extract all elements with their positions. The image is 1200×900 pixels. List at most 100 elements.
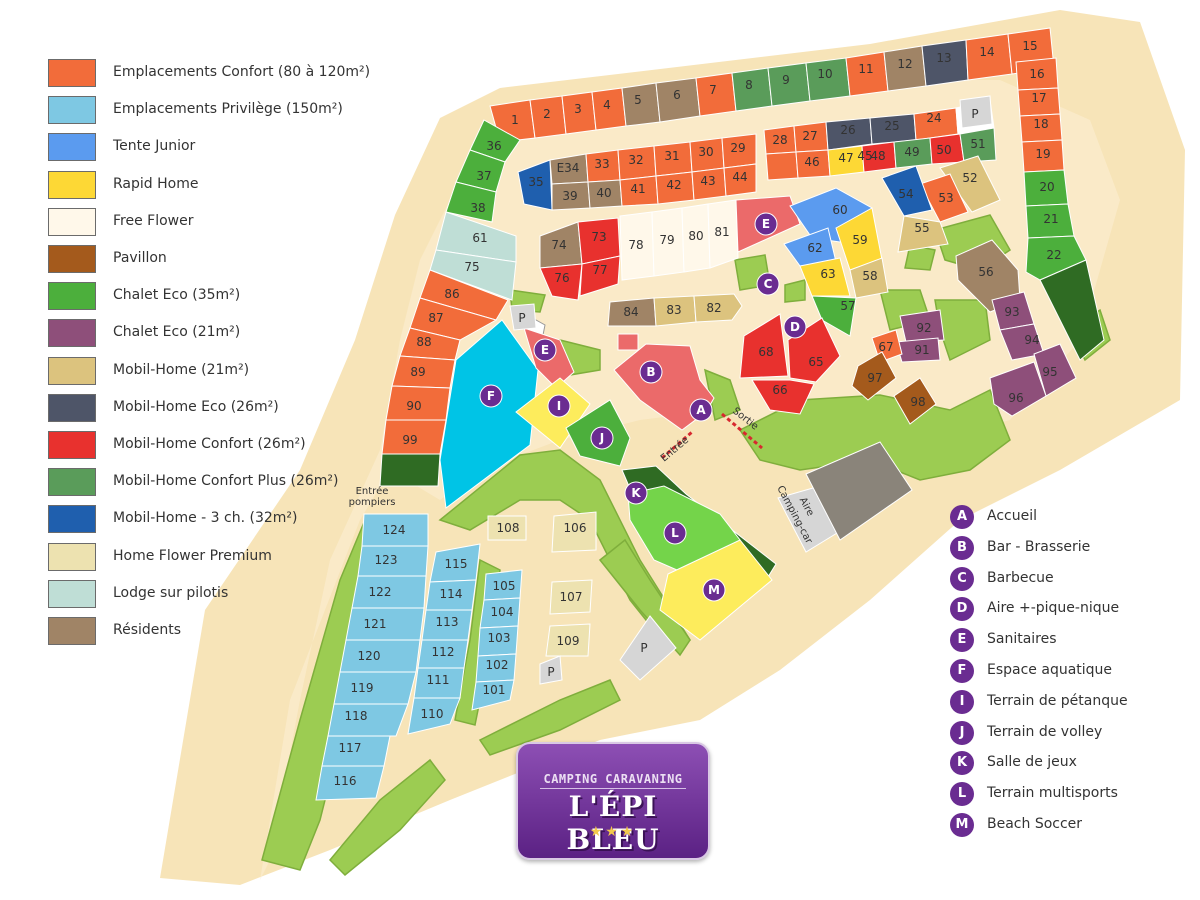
service-marker bbox=[689, 398, 713, 422]
service-badge: F bbox=[950, 659, 974, 683]
service-marker-letter: E bbox=[762, 217, 770, 231]
parking-label-2: P bbox=[971, 107, 978, 121]
pitch-number: 113 bbox=[436, 615, 459, 629]
legend-swatch bbox=[48, 542, 96, 571]
pitch-number: 24 bbox=[926, 111, 941, 125]
pitch-number: 20 bbox=[1039, 180, 1054, 194]
pitch-number: 11 bbox=[858, 62, 873, 76]
pitch-number: 123 bbox=[375, 553, 398, 567]
service-marker bbox=[754, 212, 778, 236]
pitch-number: 94 bbox=[1024, 333, 1039, 347]
pitch-number: 112 bbox=[432, 645, 455, 659]
pitch-number: 51 bbox=[970, 137, 985, 151]
pitch-number: 62 bbox=[807, 241, 822, 255]
pitch-number: 29 bbox=[730, 141, 745, 155]
legend-item: Chalet Eco (21m²) bbox=[48, 318, 388, 348]
legend-label: Rapid Home bbox=[113, 175, 199, 192]
legend-swatch bbox=[48, 282, 96, 311]
pitch-number: 118 bbox=[345, 709, 368, 723]
pitch-number: 105 bbox=[493, 579, 516, 593]
pitch-number: 104 bbox=[491, 605, 514, 619]
legend-swatch bbox=[48, 207, 96, 236]
pitch-number: 74 bbox=[551, 238, 566, 252]
pitch-number: 73 bbox=[591, 230, 606, 244]
pitch-number: 103 bbox=[488, 631, 511, 645]
pitch-number: 63 bbox=[820, 267, 835, 281]
pitch-number: 88 bbox=[416, 335, 431, 349]
legend-item: Emplacements Confort (80 à 120m²) bbox=[48, 58, 388, 88]
pitch-number: 9 bbox=[782, 73, 790, 87]
service-marker-letter: L bbox=[671, 526, 679, 540]
fire-entrance-label-2: pompiers bbox=[349, 497, 396, 508]
service-marker-letter: J bbox=[599, 431, 604, 445]
pitch-number: 1 bbox=[511, 113, 519, 127]
service-marker-letter: K bbox=[631, 486, 641, 500]
service-badge: B bbox=[950, 535, 974, 560]
service-marker bbox=[756, 272, 780, 296]
pitch-number: 37 bbox=[476, 169, 491, 183]
parking-label-3: P bbox=[547, 665, 554, 679]
pitch-number: 12 bbox=[897, 57, 912, 71]
pitch-number: 124 bbox=[383, 523, 406, 537]
pitch-number: 22 bbox=[1046, 248, 1061, 262]
pitch-number: 90 bbox=[406, 399, 421, 413]
pitch-number: 53 bbox=[938, 191, 953, 205]
service-marker-letter: E bbox=[541, 343, 549, 357]
service-label: Terrain de volley bbox=[987, 723, 1103, 740]
pitches-ne-block bbox=[763, 99, 1001, 253]
service-badge: C bbox=[950, 566, 974, 591]
pitch-number: 82 bbox=[706, 301, 721, 315]
pitch-number: 57 bbox=[840, 299, 855, 313]
pitch-number: 77 bbox=[592, 263, 607, 277]
pitch-number: 59 bbox=[852, 233, 867, 247]
pitch-number: 119 bbox=[351, 681, 374, 695]
legend-item: Résidents bbox=[48, 616, 388, 646]
pitch-number: 30 bbox=[698, 145, 713, 159]
pitch-number: 56 bbox=[978, 265, 993, 279]
pitch-number: 39 bbox=[562, 189, 577, 203]
legend-label: Pavillon bbox=[113, 250, 167, 266]
legend-swatch bbox=[48, 319, 96, 348]
service-item: D Aire +-pique-nique bbox=[950, 596, 1190, 622]
vegetation bbox=[261, 214, 1111, 877]
legend-label: Mobil-Home - 3 ch. (32m²) bbox=[113, 510, 298, 527]
service-marker-letter: I bbox=[557, 399, 561, 413]
pitch-number: 102 bbox=[486, 658, 509, 672]
pitch-number: 66 bbox=[772, 383, 787, 397]
pitch-number: 36 bbox=[486, 139, 501, 153]
pitch-number: 76 bbox=[554, 271, 569, 285]
pitch-number: 33 bbox=[594, 157, 609, 171]
legend-swatch bbox=[48, 59, 96, 87]
bar-area bbox=[613, 343, 715, 431]
legend-label: Lodge sur pilotis bbox=[113, 584, 229, 601]
pitch-number: 120 bbox=[358, 649, 381, 663]
service-marker bbox=[533, 338, 557, 362]
pitch-number: 79 bbox=[659, 233, 674, 247]
pitch-number: 7 bbox=[709, 83, 717, 97]
legend-item: Emplacements Privilège (150m²) bbox=[48, 95, 388, 125]
legend-item: Chalet Eco (35m²) bbox=[48, 281, 388, 311]
pitch-number: 47 bbox=[838, 151, 853, 165]
legend-swatch bbox=[48, 133, 96, 162]
service-marker-letter: F bbox=[487, 389, 495, 403]
legend-label: Home Flower Premium bbox=[113, 547, 272, 564]
pitches-left-col bbox=[379, 119, 521, 487]
service-label: Aire +-pique-nique bbox=[987, 600, 1120, 617]
service-label: Accueil bbox=[987, 508, 1037, 524]
legend-label: Mobil-Home (21m²) bbox=[113, 361, 250, 378]
logo-subtitle: CAMPING CARAVANING bbox=[543, 772, 683, 786]
service-badge: D bbox=[950, 597, 974, 622]
pitch-number: 80 bbox=[688, 229, 703, 243]
pitch-number: 18 bbox=[1033, 117, 1048, 131]
pitch-number: 52 bbox=[962, 171, 977, 185]
service-label: Barbecue bbox=[987, 569, 1054, 586]
pitch-number: 46 bbox=[804, 155, 819, 169]
pitch-number: 83 bbox=[666, 303, 681, 317]
service-marker bbox=[624, 481, 648, 505]
legend-label: Mobil-Home Confort (26m²) bbox=[113, 436, 306, 452]
